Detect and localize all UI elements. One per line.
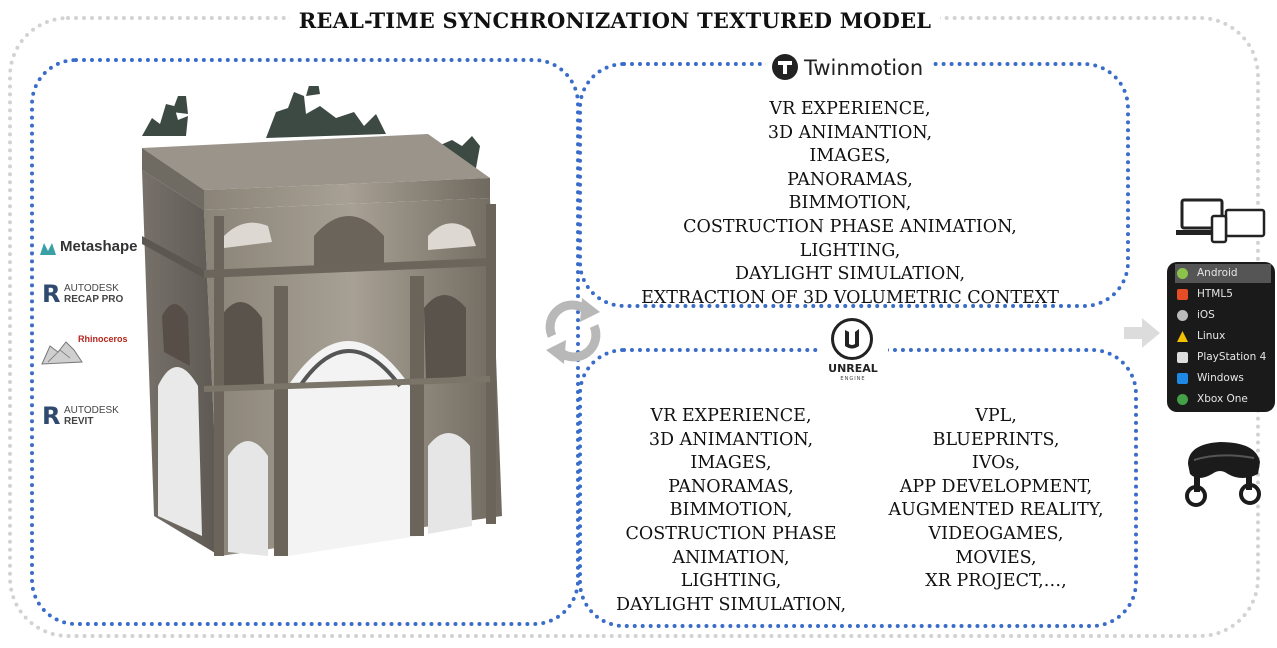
unreal-item: IMAGES, [690, 453, 772, 474]
right-arrow-icon [1124, 318, 1160, 348]
platform-ios: iOS [1175, 306, 1271, 325]
unreal-item: XR PROJECT,…, [925, 571, 1067, 592]
unreal-item: 3D ANIMANTION, [648, 429, 814, 450]
unreal-item: DAYLIGHT SIMULATION, [615, 594, 847, 615]
html5-icon [1177, 289, 1188, 300]
unreal-item: IVOs, [971, 453, 1021, 474]
revit-brand: AUTODESK [64, 405, 119, 416]
software-recap: R AUTODESK RECAP PRO [42, 282, 142, 308]
software-revit: R AUTODESK REVIT [42, 404, 142, 430]
unreal-features-right: VPL, BLUEPRINTS, IVOs, APP DEVELOPMENT, … [870, 405, 1122, 594]
rhinoceros-icon [41, 341, 83, 365]
windows-icon [1177, 373, 1188, 384]
platform-android: Android [1175, 264, 1271, 283]
arch-model-image [142, 86, 502, 556]
unreal-label: UNREAL [828, 362, 878, 375]
xbox-icon [1177, 394, 1188, 405]
platform-xbox-one: Xbox One [1175, 390, 1271, 409]
unreal-item: LIGHTING, [680, 571, 782, 592]
apple-icon [1177, 310, 1188, 321]
twinmotion-item: PANORAMAS, [787, 169, 913, 190]
unreal-item: BIMMOTION, [669, 500, 793, 521]
unreal-item: AUGMENTED REALITY, [888, 500, 1104, 521]
unreal-features-left: VR EXPERIENCE, 3D ANIMANTION, IMAGES, PA… [600, 405, 862, 617]
revit-product: REVIT [64, 416, 94, 427]
twinmotion-label: Twinmotion [804, 56, 924, 80]
unreal-item: PANORAMAS, [668, 476, 794, 497]
unreal-item: VPL, [975, 406, 1017, 426]
diagram-title: REAL-TIME SYNCHRONIZATION TEXTURED MODEL [290, 4, 940, 38]
unreal-item: MOVIES, [955, 547, 1037, 568]
unreal-item: COSTRUCTION PHASE [625, 523, 837, 544]
twinmotion-item: LIGHTING, [799, 240, 901, 261]
recap-product: RECAP PRO [64, 294, 124, 305]
metashape-icon [40, 243, 56, 255]
playstation-icon [1177, 352, 1188, 363]
rhinoceros-label: Rhinoceros [78, 334, 128, 344]
twinmotion-logo: Twinmotion [766, 52, 932, 84]
android-icon [1177, 268, 1188, 279]
devices-icon [1176, 198, 1266, 244]
recap-brand: AUTODESK [64, 283, 119, 294]
metashape-label: Metashape [60, 238, 138, 255]
unreal-item: ANIMATION, [672, 547, 790, 568]
twinmotion-item: 3D ANIMANTION, [767, 122, 933, 143]
twinmotion-item: IMAGES, [809, 146, 891, 167]
twinmotion-item: COSTRUCTION PHASE ANIMATION, [683, 216, 1017, 237]
twinmotion-item: DAYLIGHT SIMULATION, [734, 264, 966, 285]
recap-r-icon: R [42, 280, 61, 308]
revit-r-icon: R [42, 402, 61, 430]
software-metashape: Metashape [40, 238, 150, 258]
twinmotion-item: BIMMOTION, [788, 193, 912, 214]
twinmotion-item: VR EXPERIENCE, [769, 99, 931, 119]
linux-icon [1177, 331, 1188, 342]
twinmotion-features: VR EXPERIENCE, 3D ANIMANTION, IMAGES, PA… [600, 98, 1100, 310]
statues [142, 86, 480, 168]
vr-headset-icon [1185, 442, 1261, 507]
platform-playstation4: PlayStation 4 [1175, 348, 1271, 367]
model-box [30, 58, 580, 626]
unreal-icon [831, 318, 873, 360]
unreal-logo: UNREAL ENGINE [818, 316, 888, 390]
unreal-sub-label: ENGINE [840, 376, 866, 382]
unreal-item: APP DEVELOPMENT, [899, 476, 1093, 497]
sync-arrows-icon [545, 298, 601, 364]
twinmotion-icon [772, 54, 798, 80]
twinmotion-item: EXTRACTION OF 3D VOLUMETRIC CONTEXT [641, 287, 1059, 308]
unreal-item: VIDEOGAMES, [928, 523, 1064, 544]
unreal-item: VR EXPERIENCE, [650, 406, 812, 426]
platform-linux: Linux [1175, 327, 1271, 346]
unreal-item: BLUEPRINTS, [932, 429, 1060, 450]
platform-windows: Windows [1175, 369, 1271, 388]
platform-html5: HTML5 [1175, 285, 1271, 304]
software-rhinoceros: Rhinoceros [40, 334, 140, 370]
platforms-panel: Android HTML5 iOS Linux PlayStation 4 Wi… [1167, 262, 1275, 412]
